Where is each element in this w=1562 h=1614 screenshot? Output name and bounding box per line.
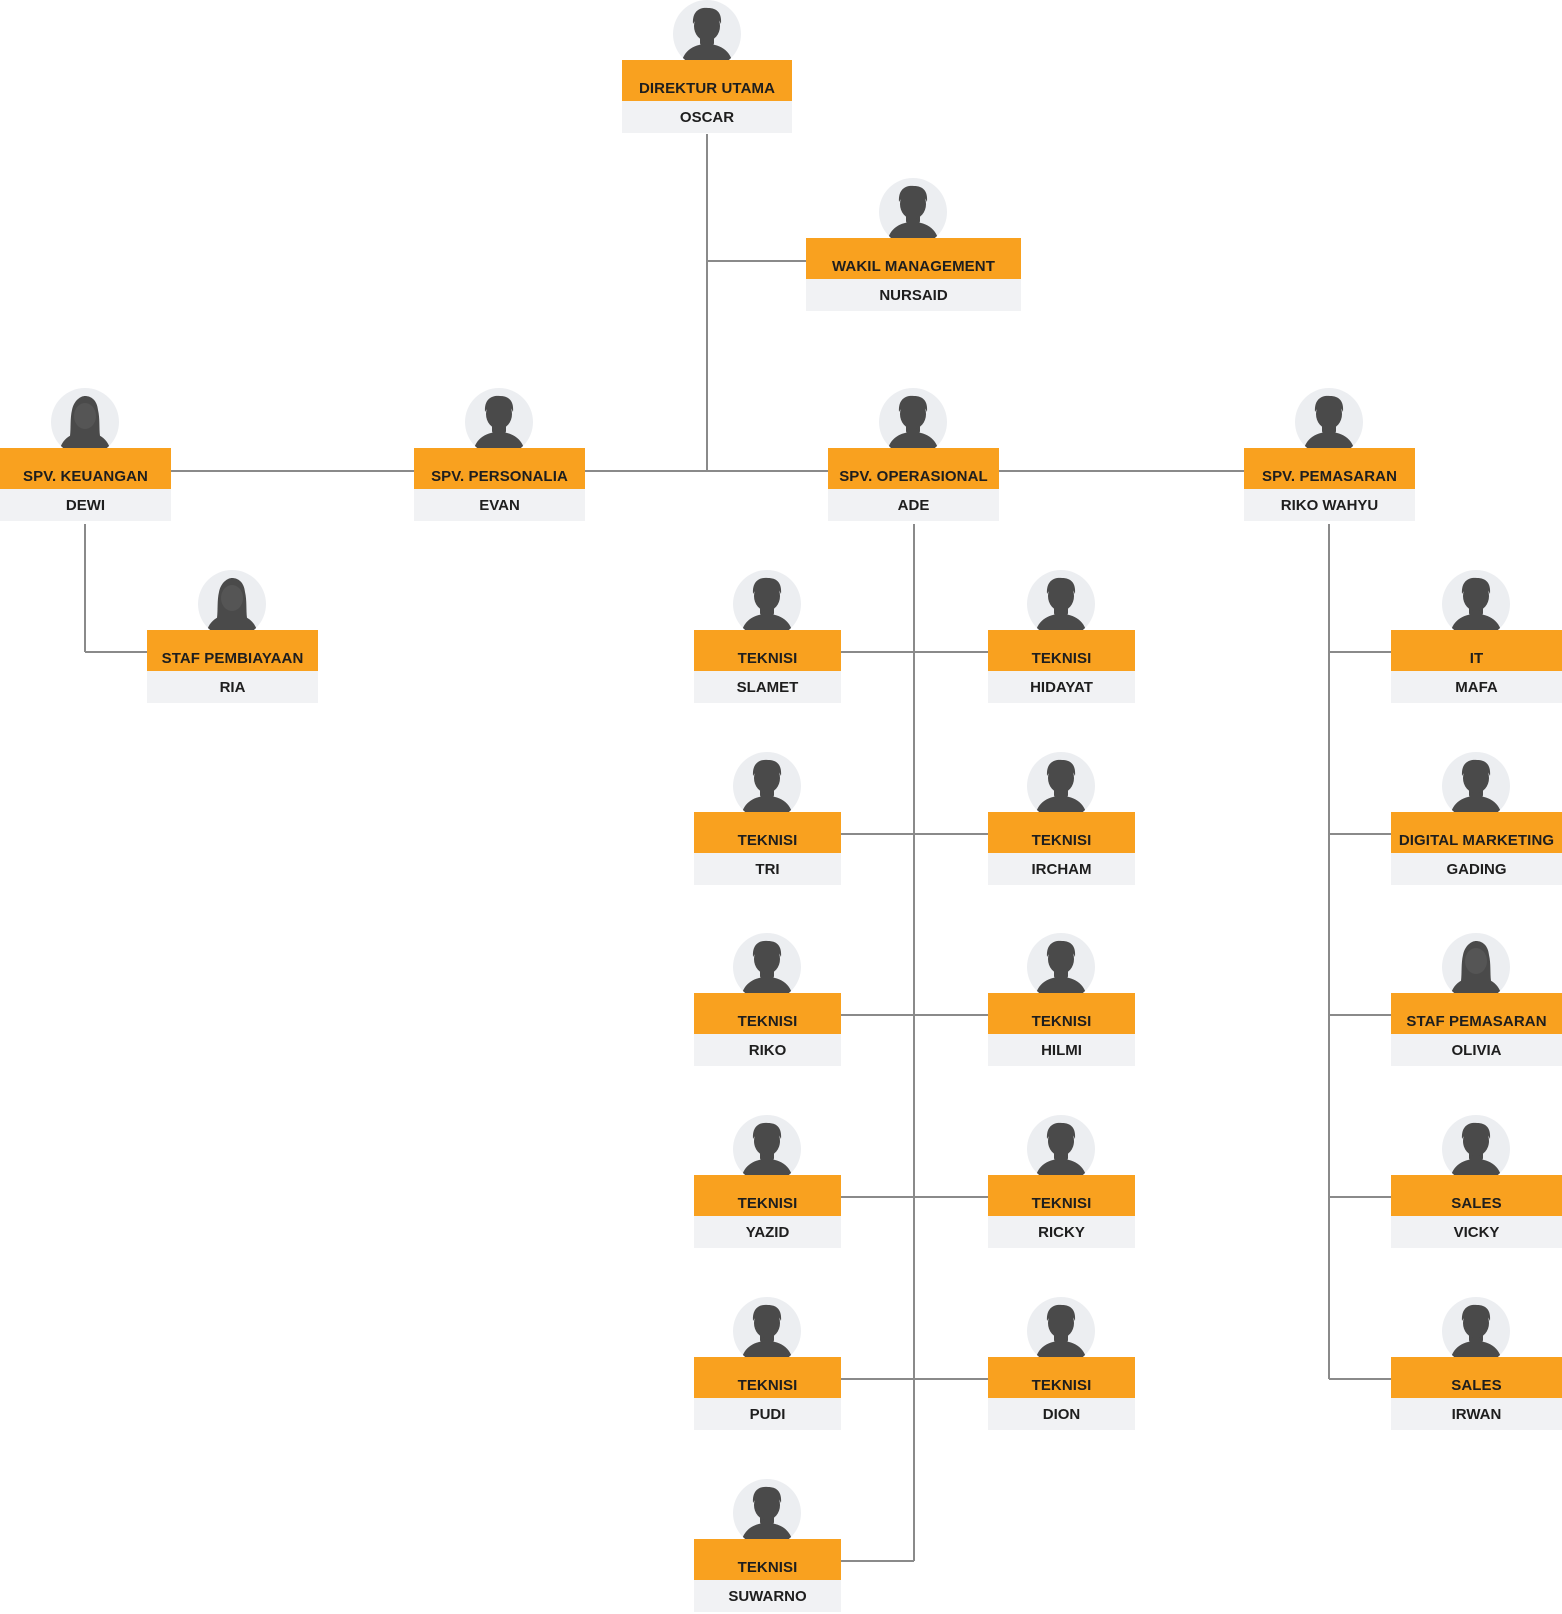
- node-name-label: DION: [988, 1398, 1135, 1430]
- male-avatar-icon: [733, 570, 801, 638]
- node-role-label: DIREKTUR UTAMA: [622, 60, 792, 101]
- male-avatar-icon: [879, 178, 947, 246]
- node-name-label: ADE: [828, 489, 999, 521]
- male-avatar-icon: [879, 388, 947, 456]
- male-avatar-icon: [1027, 752, 1095, 820]
- female-avatar-icon: [51, 388, 119, 456]
- node-role-label: SALES: [1391, 1175, 1562, 1216]
- male-avatar-icon: [733, 1479, 801, 1547]
- node-name-label: SLAMET: [694, 671, 841, 703]
- node-role-label: STAF PEMBIAYAAN: [147, 630, 318, 671]
- male-avatar-icon: [733, 1297, 801, 1365]
- node-role-label: TEKNISI: [694, 630, 841, 671]
- node-name-label: HILMI: [988, 1034, 1135, 1066]
- node-name-label: PUDI: [694, 1398, 841, 1430]
- male-avatar-icon: [1027, 933, 1095, 1001]
- node-role-label: TEKNISI: [694, 993, 841, 1034]
- male-avatar-icon: [1027, 570, 1095, 638]
- male-avatar-icon: [1442, 570, 1510, 638]
- node-role-label: TEKNISI: [988, 1175, 1135, 1216]
- node-name-label: YAZID: [694, 1216, 841, 1248]
- node-role-label: TEKNISI: [694, 1539, 841, 1580]
- node-name-label: GADING: [1391, 853, 1562, 885]
- node-role-label: TEKNISI: [694, 1357, 841, 1398]
- male-avatar-icon: [733, 752, 801, 820]
- node-role-label: SPV. PERSONALIA: [414, 448, 585, 489]
- male-avatar-icon: [465, 388, 533, 456]
- male-avatar-icon: [1442, 1115, 1510, 1183]
- node-name-label: TRI: [694, 853, 841, 885]
- node-name-label: MAFA: [1391, 671, 1562, 703]
- node-role-label: TEKNISI: [694, 812, 841, 853]
- node-role-label: SALES: [1391, 1357, 1562, 1398]
- female-avatar-icon: [1442, 933, 1510, 1001]
- node-role-label: STAF PEMASARAN: [1391, 993, 1562, 1034]
- node-name-label: HIDAYAT: [988, 671, 1135, 703]
- node-role-label: SPV. KEUANGAN: [0, 448, 171, 489]
- male-avatar-icon: [733, 1115, 801, 1183]
- node-name-label: RICKY: [988, 1216, 1135, 1248]
- node-role-label: SPV. OPERASIONAL: [828, 448, 999, 489]
- node-name-label: RIKO: [694, 1034, 841, 1066]
- male-avatar-icon: [733, 933, 801, 1001]
- node-role-label: DIGITAL MARKETING: [1391, 812, 1562, 853]
- node-role-label: WAKIL MANAGEMENT: [806, 238, 1021, 279]
- male-avatar-icon: [1295, 388, 1363, 456]
- node-name-label: EVAN: [414, 489, 585, 521]
- node-name-label: VICKY: [1391, 1216, 1562, 1248]
- node-role-label: TEKNISI: [988, 812, 1135, 853]
- node-name-label: DEWI: [0, 489, 171, 521]
- male-avatar-icon: [1442, 1297, 1510, 1365]
- male-avatar-icon: [1442, 752, 1510, 820]
- node-role-label: TEKNISI: [694, 1175, 841, 1216]
- female-avatar-icon: [198, 570, 266, 638]
- node-name-label: NURSAID: [806, 279, 1021, 311]
- male-avatar-icon: [1027, 1297, 1095, 1365]
- node-name-label: SUWARNO: [694, 1580, 841, 1612]
- node-name-label: IRCHAM: [988, 853, 1135, 885]
- node-name-label: OSCAR: [622, 101, 792, 133]
- node-name-label: IRWAN: [1391, 1398, 1562, 1430]
- male-avatar-icon: [673, 0, 741, 68]
- node-role-label: TEKNISI: [988, 1357, 1135, 1398]
- male-avatar-icon: [1027, 1115, 1095, 1183]
- node-role-label: TEKNISI: [988, 993, 1135, 1034]
- node-name-label: RIA: [147, 671, 318, 703]
- node-name-label: OLIVIA: [1391, 1034, 1562, 1066]
- node-role-label: TEKNISI: [988, 630, 1135, 671]
- node-name-label: RIKO WAHYU: [1244, 489, 1415, 521]
- node-role-label: IT: [1391, 630, 1562, 671]
- node-role-label: SPV. PEMASARAN: [1244, 448, 1415, 489]
